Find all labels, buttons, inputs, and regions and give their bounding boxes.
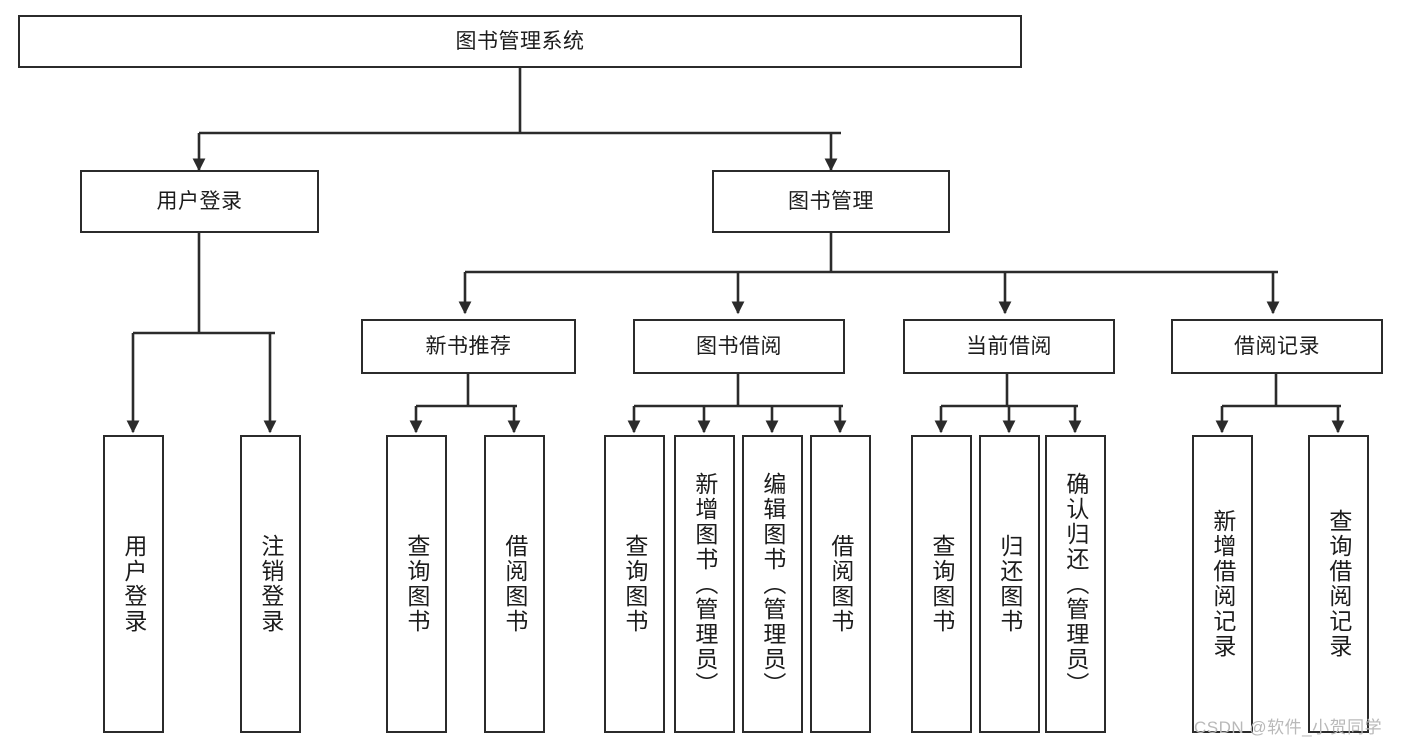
node-borrow-records-label: 借阅记录 — [1234, 334, 1320, 358]
leaf-book-borrow-1[interactable]: 查询图书 — [604, 435, 665, 733]
leaf-borrow-records-2[interactable]: 查询借阅记录 — [1308, 435, 1369, 733]
leaf-current-borrow-1[interactable]: 查询图书 — [911, 435, 972, 733]
leaf-book-borrow-3[interactable]: 编辑图书（管理员） — [742, 435, 803, 733]
node-current-borrow-label: 当前借阅 — [966, 334, 1052, 358]
leaf-book-borrow-4[interactable]: 借阅图书 — [810, 435, 871, 733]
node-new-book-recommend[interactable]: 新书推荐 — [361, 319, 576, 374]
node-borrow-records[interactable]: 借阅记录 — [1171, 319, 1383, 374]
leaf-book-borrow-1-label: 查询图书 — [621, 534, 648, 634]
leaf-current-borrow-3[interactable]: 确认归还（管理员） — [1045, 435, 1106, 733]
leaf-current-borrow-2[interactable]: 归还图书 — [979, 435, 1040, 733]
leaf-book-borrow-3-label: 编辑图书（管理员） — [759, 471, 786, 697]
leaf-new-book-1-label: 查询图书 — [403, 534, 430, 634]
watermark-text: CSDN @软件_小贺同学 — [1194, 718, 1383, 737]
leaf-current-borrow-3-label: 确认归还（管理员） — [1062, 471, 1089, 697]
leaf-user-login-2[interactable]: 注销登录 — [240, 435, 301, 733]
leaf-borrow-records-2-label: 查询借阅记录 — [1325, 509, 1352, 659]
leaf-current-borrow-1-label: 查询图书 — [928, 534, 955, 634]
leaf-user-login-2-label: 注销登录 — [257, 534, 284, 634]
leaf-new-book-1[interactable]: 查询图书 — [386, 435, 447, 733]
node-root[interactable]: 图书管理系统 — [18, 15, 1022, 68]
leaf-new-book-2[interactable]: 借阅图书 — [484, 435, 545, 733]
leaf-user-login-1-label: 用户登录 — [120, 534, 147, 634]
node-new-book-recommend-label: 新书推荐 — [425, 334, 512, 358]
leaf-book-borrow-4-label: 借阅图书 — [827, 534, 854, 634]
leaf-new-book-2-label: 借阅图书 — [501, 534, 528, 634]
node-book-management[interactable]: 图书管理 — [712, 170, 950, 233]
leaf-book-borrow-2-label: 新增图书（管理员） — [691, 471, 718, 697]
leaf-current-borrow-2-label: 归还图书 — [996, 534, 1023, 634]
node-book-borrow-label: 图书借阅 — [696, 334, 782, 358]
node-user-login[interactable]: 用户登录 — [80, 170, 319, 233]
node-user-login-label: 用户登录 — [156, 189, 243, 213]
node-current-borrow[interactable]: 当前借阅 — [903, 319, 1115, 374]
leaf-book-borrow-2[interactable]: 新增图书（管理员） — [674, 435, 735, 733]
node-book-management-label: 图书管理 — [788, 189, 874, 213]
leaf-borrow-records-1-label: 新增借阅记录 — [1209, 509, 1236, 659]
leaf-user-login-1[interactable]: 用户登录 — [103, 435, 164, 733]
leaf-borrow-records-1[interactable]: 新增借阅记录 — [1192, 435, 1253, 733]
node-book-borrow[interactable]: 图书借阅 — [633, 319, 845, 374]
node-root-label: 图书管理系统 — [455, 29, 585, 53]
